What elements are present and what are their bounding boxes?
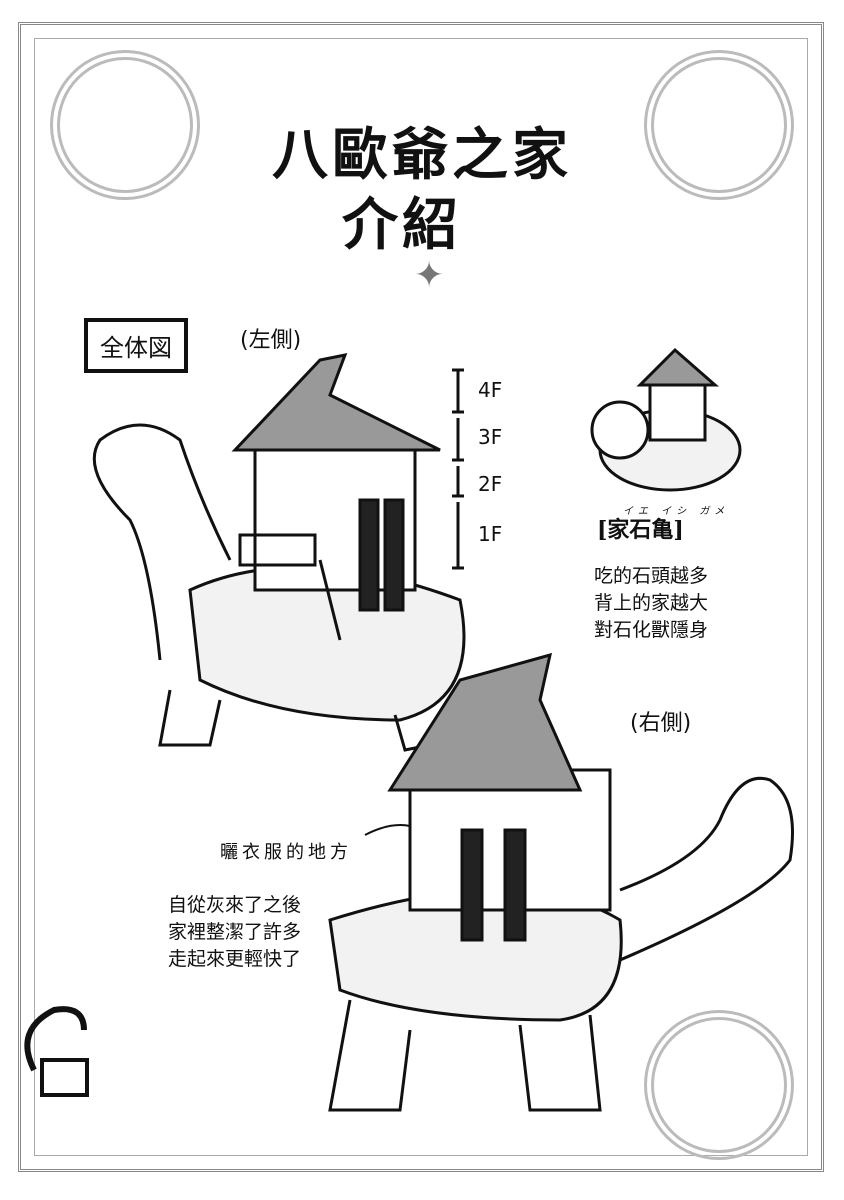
scanlation-logo — [14, 1000, 94, 1110]
creature-name: [家石亀] — [597, 517, 684, 543]
page-subtitle: 介紹 — [342, 192, 462, 258]
story-line: 走起來更輕快了 — [168, 948, 302, 970]
story-text: 自從灰來了之後 家裡整潔了許多 走起來更輕快了 — [168, 892, 301, 973]
small-turtle-illustration — [590, 347, 742, 492]
floor-label: 4F — [478, 378, 503, 402]
story-line: 自從灰來了之後 — [168, 894, 302, 916]
creature-description: 吃的石頭越多 背上的家越大 對石化獸隱身 — [594, 563, 708, 644]
right-side-label: (右側) — [630, 711, 692, 736]
corner-ornament — [644, 50, 794, 200]
page-border — [18, 22, 824, 1172]
story-line: 家裡整潔了許多 — [168, 921, 302, 943]
corner-ornament — [50, 50, 200, 200]
description-line: 對石化獸隱身 — [594, 619, 709, 641]
turtle-right-illustration — [328, 652, 794, 1112]
laundry-note: 曬衣服的地方 — [220, 842, 352, 863]
page-title: 八歐爺之家 — [272, 122, 572, 188]
corner-ornament — [644, 1010, 794, 1160]
overview-label: 全体図 — [84, 318, 188, 373]
turtle-left-illustration — [92, 352, 466, 752]
floor-label: 1F — [478, 522, 503, 546]
left-side-label: (左側) — [240, 328, 302, 353]
sparkle-icon: ✦ — [414, 255, 445, 296]
floor-label: 3F — [478, 425, 503, 449]
floor-brackets — [452, 368, 464, 570]
description-line: 背上的家越大 — [594, 592, 709, 614]
page-inner-border — [34, 38, 808, 1156]
floor-label: 2F — [478, 472, 503, 496]
description-line: 吃的石頭越多 — [594, 565, 709, 587]
creature-ruby: イエ イシ ガメ — [623, 506, 730, 517]
